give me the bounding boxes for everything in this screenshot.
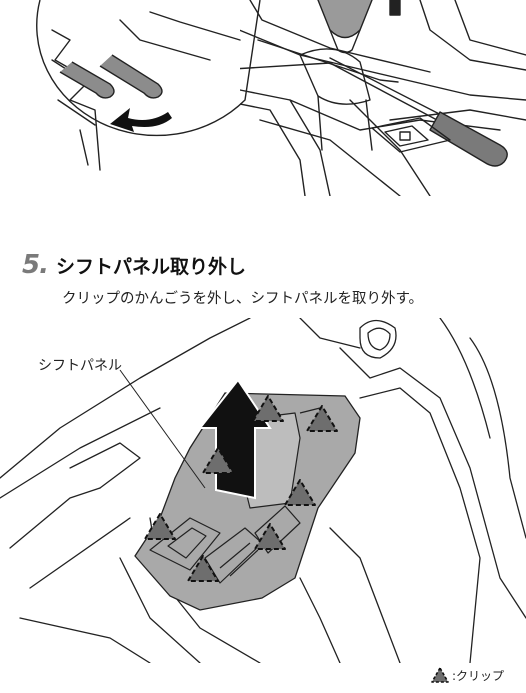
step-header: 5. シフトパネル取り外し: [22, 250, 246, 280]
clip-triangle-icon: [431, 667, 449, 683]
step-number: 5.: [22, 250, 49, 280]
clip-icon: [144, 513, 176, 540]
legend-text: :クリップ: [452, 668, 505, 683]
previous-step-illustration: [26, 0, 526, 196]
callout-shift-panel: シフトパネル: [38, 358, 122, 374]
clip-icon: [284, 479, 316, 506]
shift-panel-illustration: [0, 318, 526, 663]
clip-icon: [252, 395, 284, 422]
shift-panel: [134, 392, 361, 611]
step-description: クリップのかんごうを外し、シフトパネルを取り外す。: [62, 291, 424, 307]
clip-icon: [254, 523, 286, 550]
legend: :クリップ: [430, 666, 504, 684]
step-title: シフトパネル取り外し: [55, 256, 246, 278]
clip-icon: [306, 405, 338, 432]
clip-icon: [202, 447, 234, 474]
clip-icon: [187, 555, 219, 582]
